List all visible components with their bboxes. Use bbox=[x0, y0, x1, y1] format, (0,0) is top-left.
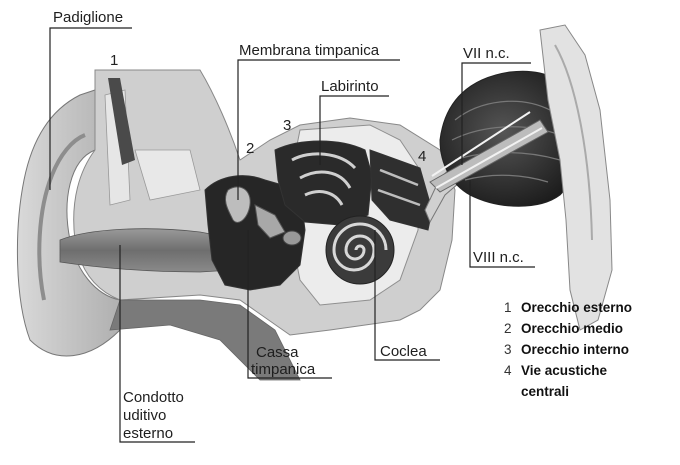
legend-number: 3 bbox=[504, 342, 512, 357]
region-number-3: 3 bbox=[283, 117, 292, 134]
leader-coclea bbox=[374, 230, 440, 361]
leader-labirinto bbox=[319, 95, 389, 165]
leader-vii bbox=[461, 62, 531, 165]
legend-item: 1 Orecchio esterno bbox=[504, 297, 632, 318]
label-cassa: Cassa bbox=[256, 344, 299, 361]
label-condotto: Condotto bbox=[123, 389, 184, 406]
legend-item-continuation: centrali bbox=[504, 381, 632, 402]
label-coclea: Coclea bbox=[380, 343, 427, 360]
leader-membrana bbox=[237, 59, 400, 200]
label-esterno: esterno bbox=[123, 425, 174, 442]
leader-cassa bbox=[247, 230, 332, 379]
legend-text: Orecchio interno bbox=[521, 342, 630, 357]
leader-padiglione bbox=[49, 27, 132, 190]
region-number-1: 1 bbox=[110, 52, 119, 69]
label-padiglione: Padiglione bbox=[53, 9, 124, 26]
legend-text: Orecchio medio bbox=[521, 321, 624, 336]
leader-condotto bbox=[119, 245, 195, 443]
legend-number: 1 bbox=[504, 300, 512, 315]
label-vii-nc: VII n.c. bbox=[463, 45, 510, 62]
legend: 1 Orecchio esterno 2 Orecchio medio 3 Or… bbox=[504, 297, 632, 402]
label-timpanica: timpanica bbox=[251, 361, 316, 378]
legend-text-continuation: centrali bbox=[521, 384, 570, 399]
legend-text: Orecchio esterno bbox=[521, 300, 633, 315]
region-number-4: 4 bbox=[418, 148, 427, 165]
legend-item: 3 Orecchio interno bbox=[504, 339, 632, 360]
label-labirinto: Labirinto bbox=[321, 78, 379, 95]
leader-viii bbox=[469, 180, 535, 268]
legend-item: 2 Orecchio medio bbox=[504, 318, 632, 339]
legend-number: 4 bbox=[504, 363, 512, 378]
legend-item: 4 Vie acustiche bbox=[504, 360, 632, 381]
label-uditivo: uditivo bbox=[123, 407, 167, 424]
legend-number: 2 bbox=[504, 321, 512, 336]
region-number-2: 2 bbox=[246, 140, 255, 157]
label-viii-nc: VIII n.c. bbox=[473, 249, 524, 266]
legend-text: Vie acustiche bbox=[521, 363, 608, 378]
cochlea-shape bbox=[325, 215, 395, 285]
label-membrana-timpanica: Membrana timpanica bbox=[239, 42, 380, 59]
